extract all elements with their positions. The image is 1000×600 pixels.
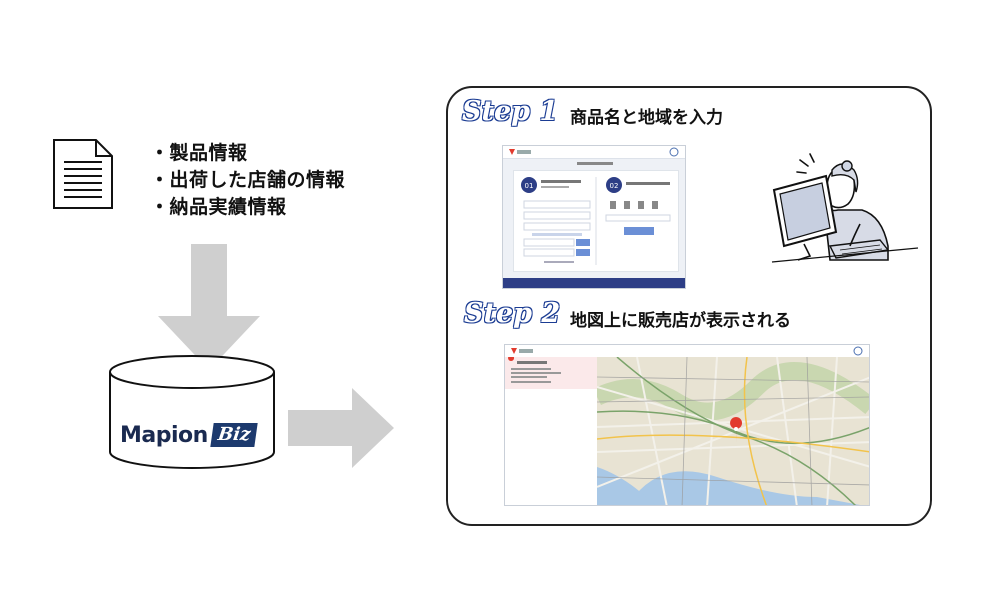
search-form-screenshot: 01 02 bbox=[502, 145, 686, 289]
database-icon bbox=[109, 355, 275, 469]
store-list-sidebar bbox=[505, 355, 598, 505]
menu-icon bbox=[669, 147, 679, 157]
screenshot-footer bbox=[503, 278, 685, 288]
svg-text:02: 02 bbox=[610, 182, 619, 190]
down-arrow-icon bbox=[158, 244, 260, 370]
operator-at-computer-illustration bbox=[771, 153, 919, 263]
step2-title: 地図上に販売店が表示される bbox=[570, 311, 791, 331]
mapion-biz-logo: Mapion Biz bbox=[120, 420, 270, 450]
info-item-product: ・製品情報 bbox=[150, 142, 248, 164]
info-list: ・製品情報 ・出荷した店舗の情報 ・納品実績情報 bbox=[150, 140, 345, 221]
right-arrow-icon bbox=[288, 388, 394, 468]
info-item-delivery-record: ・納品実績情報 bbox=[150, 196, 287, 218]
search-form-illustration: 01 02 bbox=[521, 177, 671, 265]
step1-label: Step 1 bbox=[461, 95, 559, 127]
step2-label: Step 2 bbox=[463, 297, 561, 329]
info-item-shipping-store: ・出荷した店舗の情報 bbox=[150, 169, 346, 191]
step1-title: 商品名と地域を入力 bbox=[570, 108, 723, 128]
map-screenshot bbox=[504, 344, 870, 506]
search-form-card: 01 02 bbox=[513, 170, 679, 272]
form-title-bar bbox=[577, 162, 613, 165]
brand-logo-icon bbox=[511, 348, 533, 354]
logo-main-text: Mapion bbox=[120, 422, 208, 448]
brand-logo-icon bbox=[509, 149, 531, 155]
map-illustration bbox=[597, 357, 869, 505]
document-icon bbox=[53, 139, 113, 209]
menu-icon bbox=[853, 346, 863, 356]
screenshot-header bbox=[503, 146, 685, 159]
store-list-illustration bbox=[505, 355, 597, 389]
map-view bbox=[597, 357, 869, 505]
svg-text:01: 01 bbox=[525, 182, 534, 190]
logo-biz-badge: Biz bbox=[210, 423, 258, 447]
